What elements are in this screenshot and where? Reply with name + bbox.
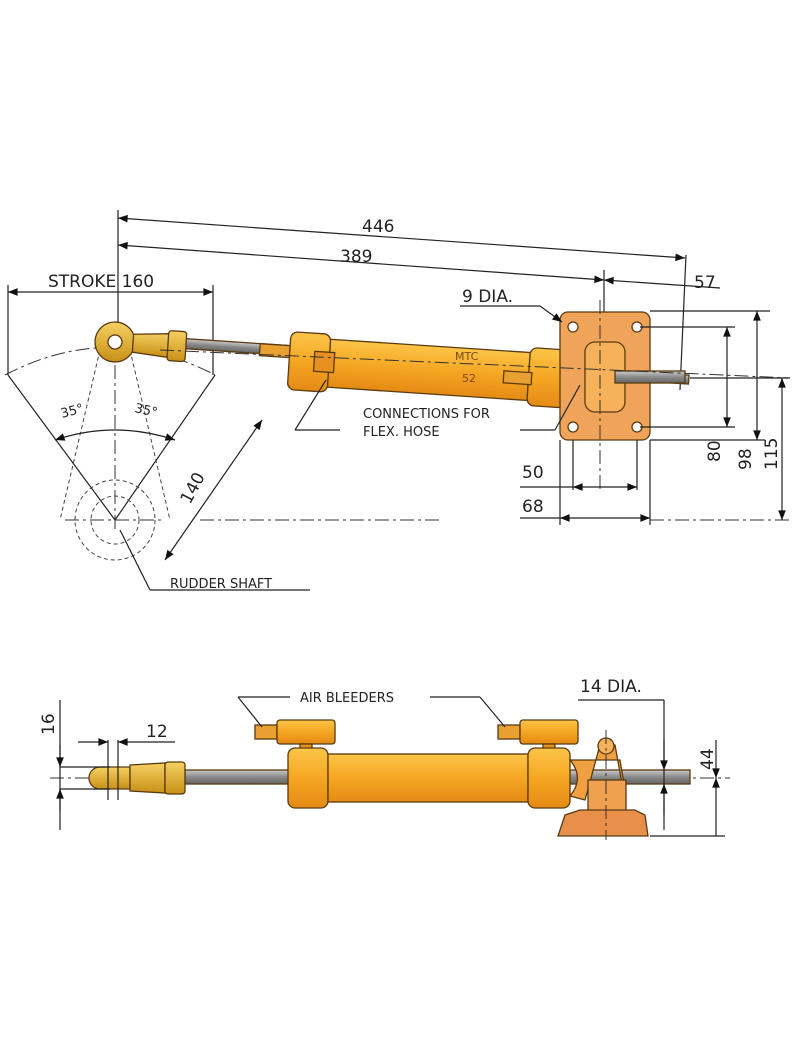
dim-plate-width: 68 xyxy=(522,497,544,517)
dim-rod-dia: 14 DIA. xyxy=(580,677,642,697)
dim-hole-dia: 9 DIA. xyxy=(462,287,513,307)
rudder-shaft-label: RUDDER SHAFT xyxy=(170,577,272,592)
side-cylinder-body xyxy=(327,753,529,803)
air-bleeders-label: AIR BLEEDERS xyxy=(300,691,394,706)
connections-label-2: FLEX. HOSE xyxy=(363,425,440,440)
cylinder-body xyxy=(326,338,531,402)
dim-eye-hole: 12 xyxy=(146,722,168,742)
rudder-shaft-circle xyxy=(74,479,156,561)
side-rod-eye xyxy=(88,766,131,790)
dim-center-length: 389 xyxy=(340,247,372,267)
side-view xyxy=(50,696,730,840)
model-label: MTC xyxy=(455,350,479,363)
side-bracket xyxy=(557,809,649,837)
connections-label: CONNECTIONS FOR xyxy=(363,407,490,422)
angle-left: 35° xyxy=(59,401,85,421)
dim-hole-spacing-x: 50 xyxy=(522,463,544,483)
top-view xyxy=(4,210,791,591)
air-bleeder-front xyxy=(254,724,278,740)
dim-bracket-offset: 57 xyxy=(694,273,716,293)
air-bleeder-rear xyxy=(497,724,521,740)
mount-hole xyxy=(567,321,579,333)
model-number: 52 xyxy=(462,372,476,385)
dim-eye-height: 16 xyxy=(39,713,59,735)
dim-hole-spacing-y: 80 xyxy=(705,440,725,462)
dim-overall-length: 446 xyxy=(362,217,394,237)
dim-axis-height: 44 xyxy=(698,748,718,770)
angle-right: 35° xyxy=(133,401,159,420)
dim-stroke: STROKE 160 xyxy=(48,272,154,292)
dim-mount-height: 115 xyxy=(762,438,782,470)
dim-plate-height: 98 xyxy=(736,448,756,470)
